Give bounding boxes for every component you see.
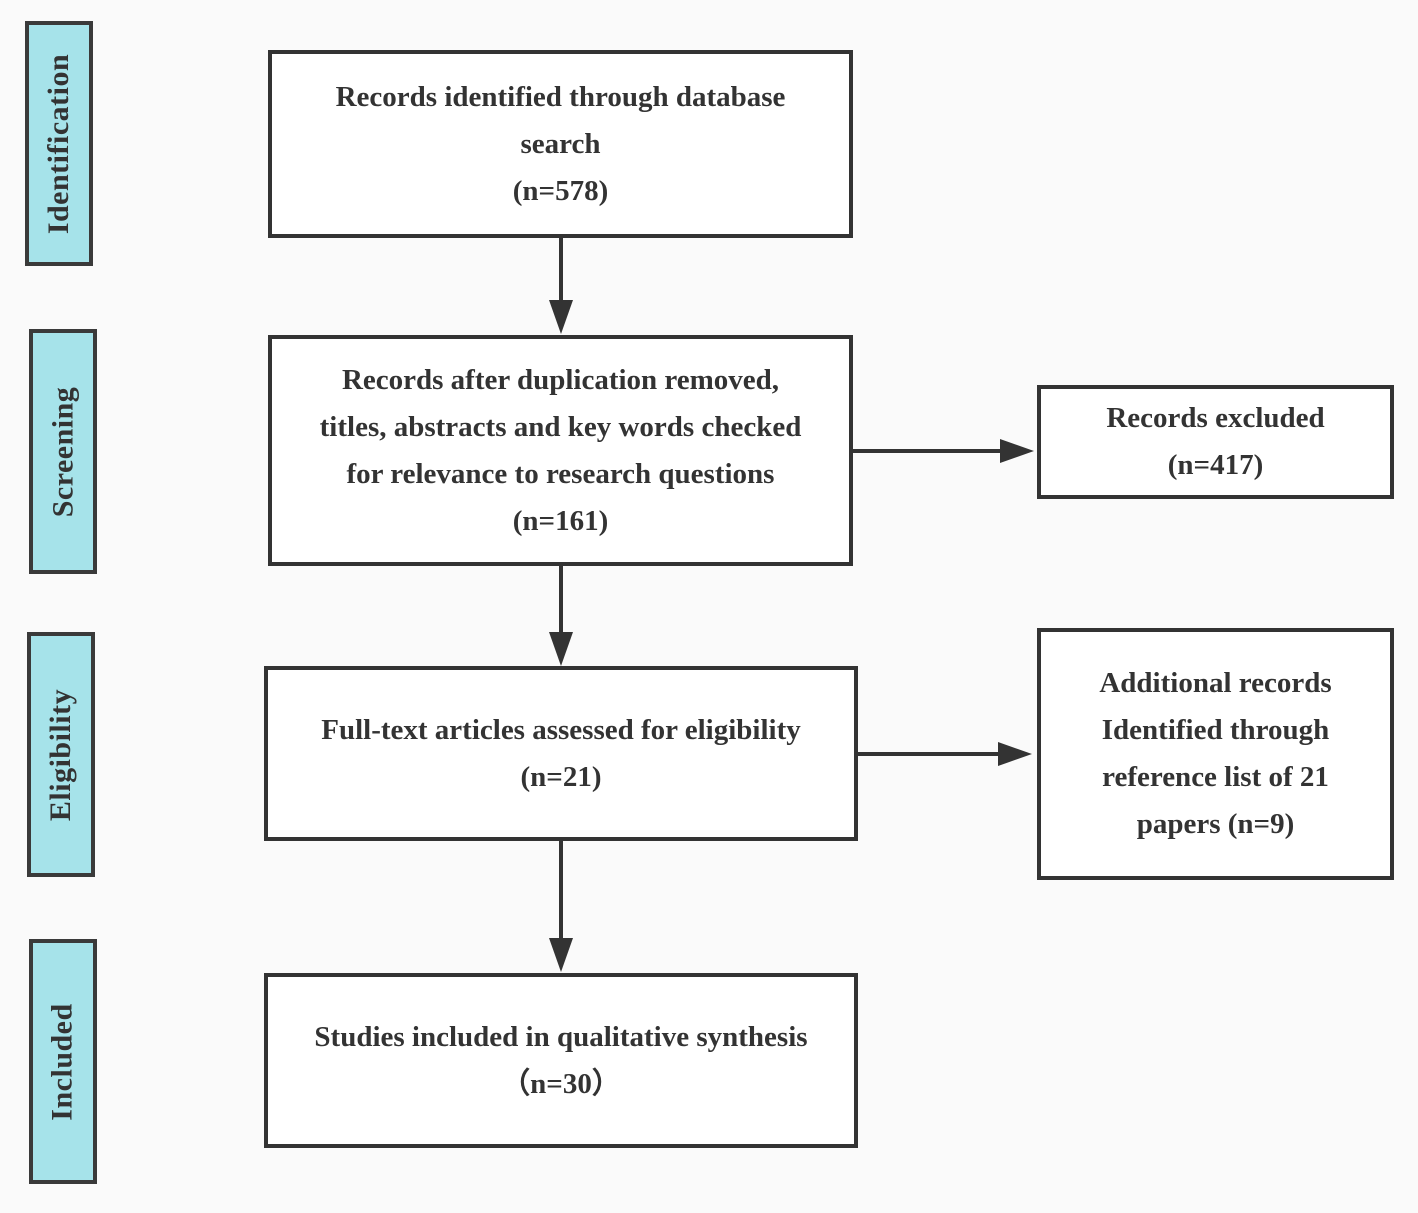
box-text-line: Additional records [1099, 667, 1332, 699]
stage-eligibility-label: Eligibility [44, 688, 78, 821]
records-screened-box: Records after duplication removed, title… [268, 335, 853, 566]
box-count: papers (n=9) [1136, 808, 1295, 840]
stage-identification: Identification [25, 21, 93, 266]
stage-included-label: Included [46, 1002, 80, 1121]
box-text-line: for relevance to research questions [346, 457, 775, 490]
box-text-line: Identified through [1101, 714, 1330, 746]
additional-records-box: Additional records Identified through re… [1037, 628, 1394, 880]
box-text-line: Records excluded [1106, 402, 1325, 434]
arrow-identified-to-screened [549, 238, 573, 334]
stage-screening-label: Screening [46, 386, 80, 517]
arrow-eligibility-to-included [549, 841, 573, 972]
box-text-line: Full-text articles assessed for eligibil… [321, 713, 801, 746]
box-count: (n=21) [520, 760, 602, 793]
box-text-line: Records identified through database [335, 80, 786, 113]
records-excluded-box: Records excluded (n=417) [1037, 385, 1394, 499]
box-text-line: search [520, 127, 601, 160]
box-text-line: Studies included in qualitative synthesi… [314, 1020, 808, 1053]
box-count: (n=578) [512, 174, 609, 207]
stage-included: Included [29, 939, 97, 1184]
arrow-screened-to-excluded [853, 439, 1034, 463]
box-text-line: titles, abstracts and key words checked [319, 410, 802, 443]
box-text-line: reference list of 21 [1102, 761, 1329, 793]
stage-screening: Screening [29, 329, 97, 574]
box-count: (n=417) [1167, 449, 1264, 481]
stage-identification-label: Identification [42, 53, 75, 234]
studies-included-box: Studies included in qualitative synthesi… [264, 973, 858, 1148]
box-text-line: Records after duplication removed, [341, 363, 780, 396]
arrow-eligibility-to-additional [858, 742, 1032, 766]
eligibility-box: Full-text articles assessed for eligibil… [264, 666, 858, 841]
box-count: （n=30） [501, 1067, 621, 1100]
records-identified-box: Records identified through database sear… [268, 50, 853, 238]
stage-eligibility: Eligibility [27, 632, 95, 877]
box-count: (n=161) [512, 504, 609, 537]
arrow-screened-to-eligibility [549, 566, 573, 666]
